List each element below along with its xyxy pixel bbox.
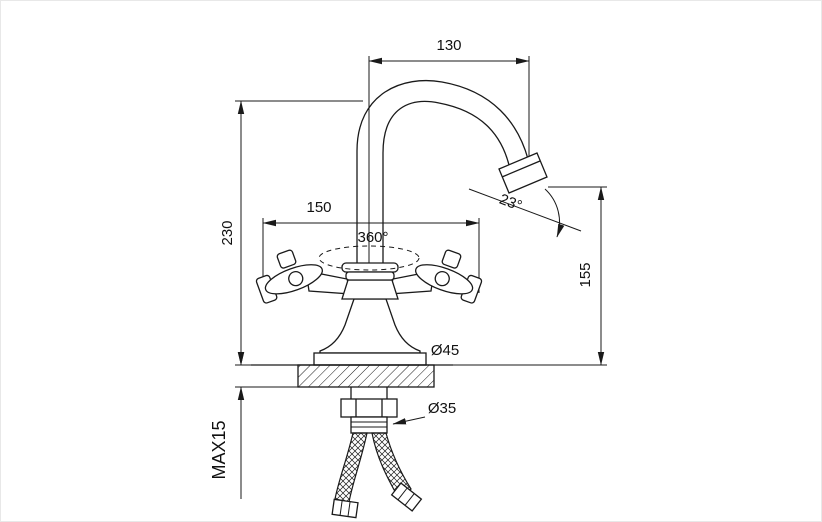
faucet-body [313, 298, 427, 366]
angle-annotation: 23° [468, 188, 582, 238]
left-hose-fitting [331, 498, 359, 519]
dim-spout-reach: 130 [368, 37, 530, 173]
swivel-360-label: 360° [357, 229, 388, 246]
dim-spout-height: 155 [453, 186, 607, 366]
faucet-spout [356, 79, 548, 263]
right-hose-fitting [390, 482, 423, 512]
left-cross-handle [255, 249, 323, 304]
faucet-handles [255, 249, 483, 304]
base-diameter-label: Ø45 [431, 342, 459, 359]
left-hose [334, 432, 368, 503]
supply-hoses [331, 432, 423, 519]
faucet-hub [341, 262, 399, 300]
spout-aerator [498, 152, 548, 194]
dim-overall-height: 230 [219, 100, 363, 366]
max15-label: MAX15 [209, 420, 229, 479]
dim-155-label: 155 [577, 262, 594, 287]
dim-230-label: 230 [219, 220, 236, 245]
mounting-shank [340, 387, 398, 434]
dim-130-label: 130 [436, 37, 461, 54]
swivel-annotation: 360° [318, 229, 420, 271]
dim-150-label: 150 [306, 199, 331, 216]
angle-23-label: 23° [497, 191, 524, 215]
thread-diameter-annotation: Ø35 [392, 400, 456, 425]
deck-thickness-annotation: MAX15 [209, 343, 301, 499]
counter-slab [251, 364, 453, 388]
thread-diameter-label: Ø35 [428, 400, 456, 417]
right-cross-handle [415, 249, 483, 304]
